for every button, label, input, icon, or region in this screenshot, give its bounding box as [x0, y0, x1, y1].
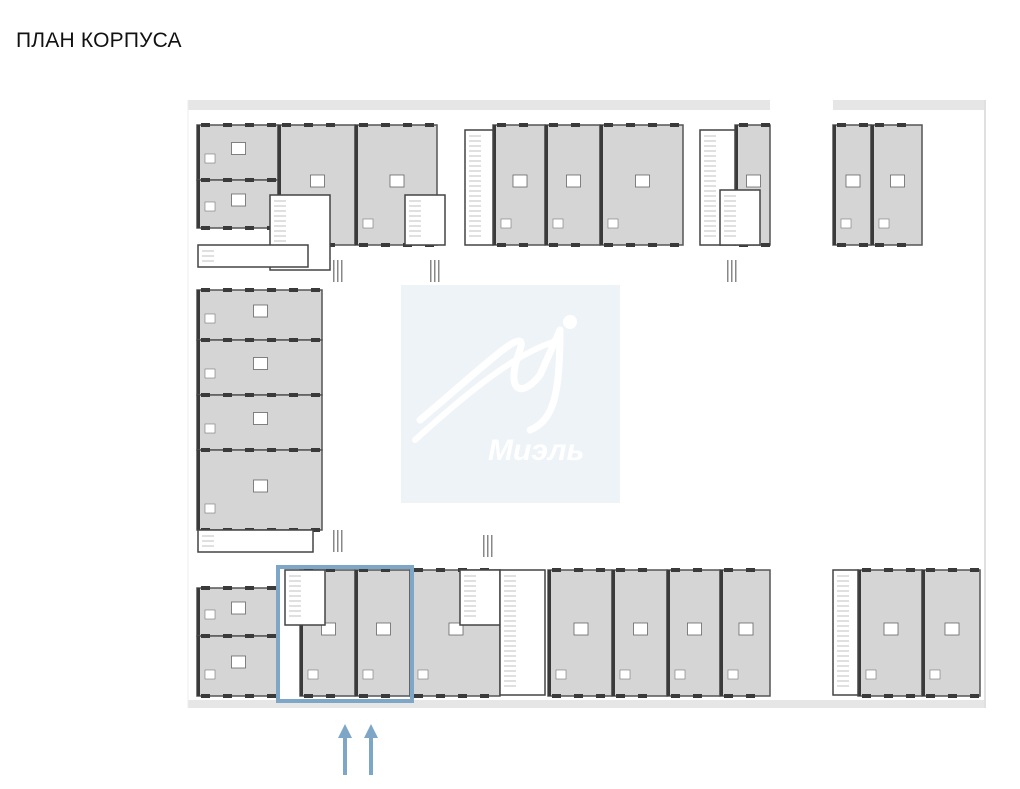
frame-band — [188, 100, 770, 110]
stair-core — [197, 244, 309, 268]
section-label-mark — [727, 260, 737, 282]
unit — [196, 586, 279, 638]
section-label-mark — [333, 260, 343, 282]
unit — [196, 448, 323, 532]
unit — [666, 568, 721, 698]
unit — [857, 568, 923, 698]
unit — [832, 123, 872, 247]
selected-units-highlight — [276, 565, 414, 703]
unit — [870, 123, 923, 247]
stair-core — [719, 189, 761, 246]
stair-core — [404, 194, 446, 246]
section-label-mark — [483, 535, 493, 557]
unit — [921, 568, 981, 698]
unit — [599, 123, 684, 247]
frame-band — [833, 100, 985, 110]
watermark-text: Миэль — [488, 434, 584, 467]
stair-core — [197, 529, 314, 553]
page-title: ПЛАН КОРПУСА — [16, 29, 182, 52]
section-label-mark — [333, 530, 343, 552]
stair-core — [832, 569, 859, 696]
selection-box[interactable] — [276, 565, 414, 703]
unit — [196, 123, 279, 182]
unit — [196, 338, 323, 397]
unit — [547, 568, 613, 698]
stair-core — [464, 129, 494, 246]
unit — [354, 568, 411, 698]
unit — [196, 288, 323, 342]
watermark-logo: Миэль — [401, 285, 620, 503]
stair-core — [699, 129, 736, 246]
entrance-arrows — [338, 724, 378, 775]
unit — [492, 123, 546, 247]
arrow-up-icon — [338, 724, 352, 775]
unit — [196, 634, 279, 698]
unit — [196, 393, 323, 452]
arrow-up-icon — [364, 724, 378, 775]
plan-frame — [187, 100, 986, 708]
unit — [196, 178, 279, 230]
stair-core — [499, 569, 546, 696]
frame-band — [188, 700, 985, 708]
stair-core — [459, 569, 501, 626]
stair-core — [284, 569, 326, 626]
unit — [611, 568, 668, 698]
section-label-mark — [430, 260, 440, 282]
unit — [719, 568, 771, 698]
unit — [544, 123, 601, 247]
units-layer — [196, 123, 981, 698]
